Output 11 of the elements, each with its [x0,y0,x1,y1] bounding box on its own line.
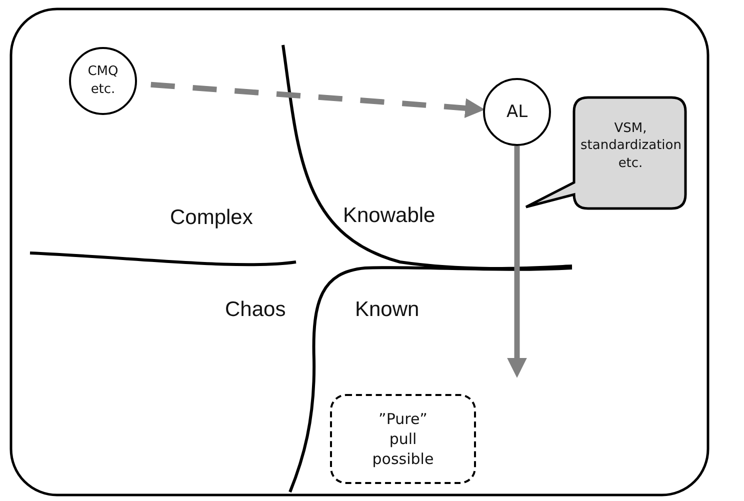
quadrant-label: Complex [170,206,253,230]
dashed-box [330,394,476,484]
quadrant-label: Chaos [225,298,286,322]
node-text: VSM, standardization etc. [580,120,680,172]
node-text: ”Pure” pull possible [371,408,435,470]
quadrant-label: Known [355,298,420,322]
arrow [507,146,527,378]
node-text: AL [506,100,528,124]
arrow [150,82,485,118]
node-text: CMQ etc. [86,63,120,99]
quadrant-label: Knowable [343,204,436,228]
